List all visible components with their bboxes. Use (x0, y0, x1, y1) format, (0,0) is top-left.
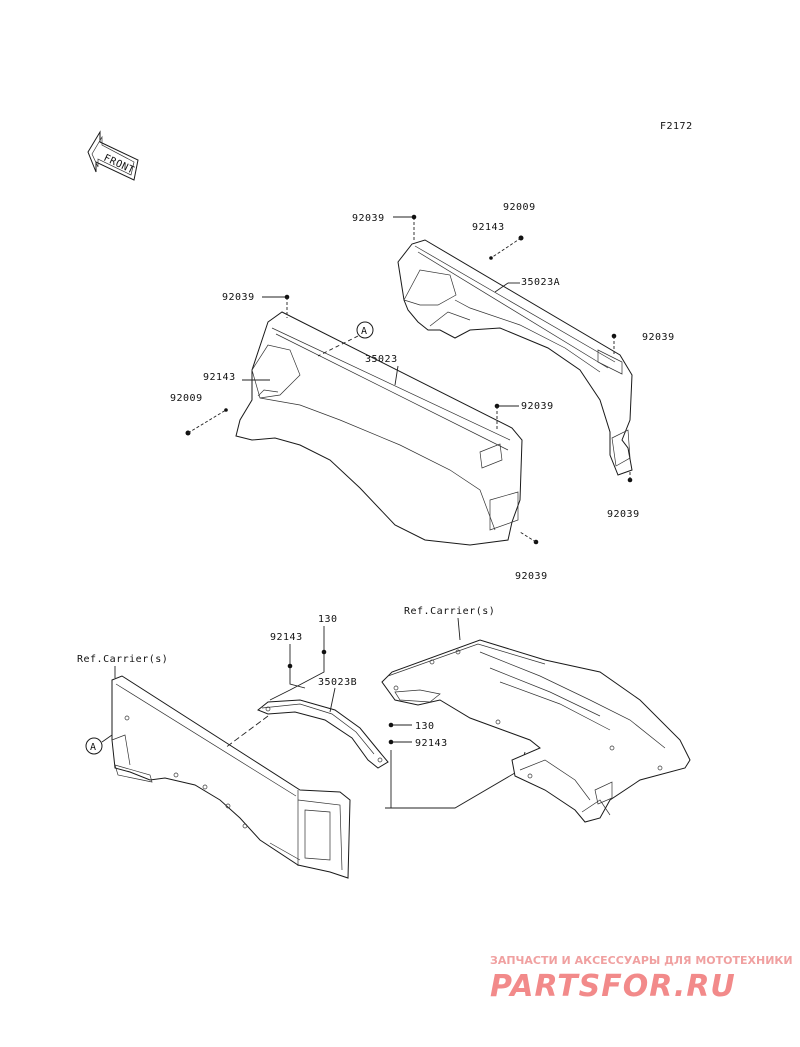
callout-a-upper: A (317, 321, 374, 357)
label-92039-ur-mid: 92039 (642, 332, 675, 343)
label-35023: 35023 (365, 354, 398, 365)
watermark: ЗАПЧАСТИ И АКСЕССУАРЫ ДЛЯ МОТОТЕХНИКИ PA… (490, 954, 793, 1004)
label-130-mid: 130 (415, 721, 435, 732)
label-130-top: 130 (318, 614, 338, 625)
fender-35023A (397, 239, 633, 476)
label-92039-ul-top: 92039 (222, 292, 255, 303)
front-arrow-icon: FRONT (87, 130, 139, 181)
figure-code: F2172 (660, 121, 693, 132)
label-92039-ul-bottom: 92039 (515, 571, 548, 582)
label-92009-ur: 92009 (503, 202, 536, 213)
fender-35023 (235, 311, 523, 546)
inner-fender-35023B (257, 699, 389, 769)
label-35023A: 35023A (521, 277, 560, 288)
lower-callouts: 130 92143 35023B 130 92143 (269, 614, 526, 809)
label-35023B: 35023B (318, 677, 357, 688)
label-92039-ur-top: 92039 (352, 213, 385, 224)
label-ref-carrier-right: Ref.Carrier(s) (404, 606, 495, 617)
carrier-side-panel-left (111, 675, 351, 879)
label-92039-ur-bottom: 92039 (607, 509, 640, 520)
upper-right-callouts: 92039 92009 92143 35023A 92039 92039 (352, 202, 675, 520)
upper-left-callouts: 92039 35023 92143 92009 92039 92039 (170, 292, 554, 582)
label-92143-mid: 92143 (415, 738, 448, 749)
carrier-bed-right (381, 639, 691, 823)
label-92143-ul: 92143 (203, 372, 236, 383)
label-92039-ul-mid: 92039 (521, 401, 554, 412)
label-92009-ul: 92009 (170, 393, 203, 404)
label-ref-carrier-left: Ref.Carrier(s) (77, 654, 168, 665)
svg-text:A: A (90, 742, 97, 753)
svg-text:A: A (361, 326, 368, 337)
label-92143-top: 92143 (270, 632, 303, 643)
watermark-brand: PARTSFOR.RU (490, 969, 736, 1004)
label-92143-ur: 92143 (472, 222, 505, 233)
callout-a-lower: A (85, 734, 113, 755)
watermark-tagline: ЗАПЧАСТИ И АКСЕССУАРЫ ДЛЯ МОТОТЕХНИКИ (490, 954, 793, 967)
